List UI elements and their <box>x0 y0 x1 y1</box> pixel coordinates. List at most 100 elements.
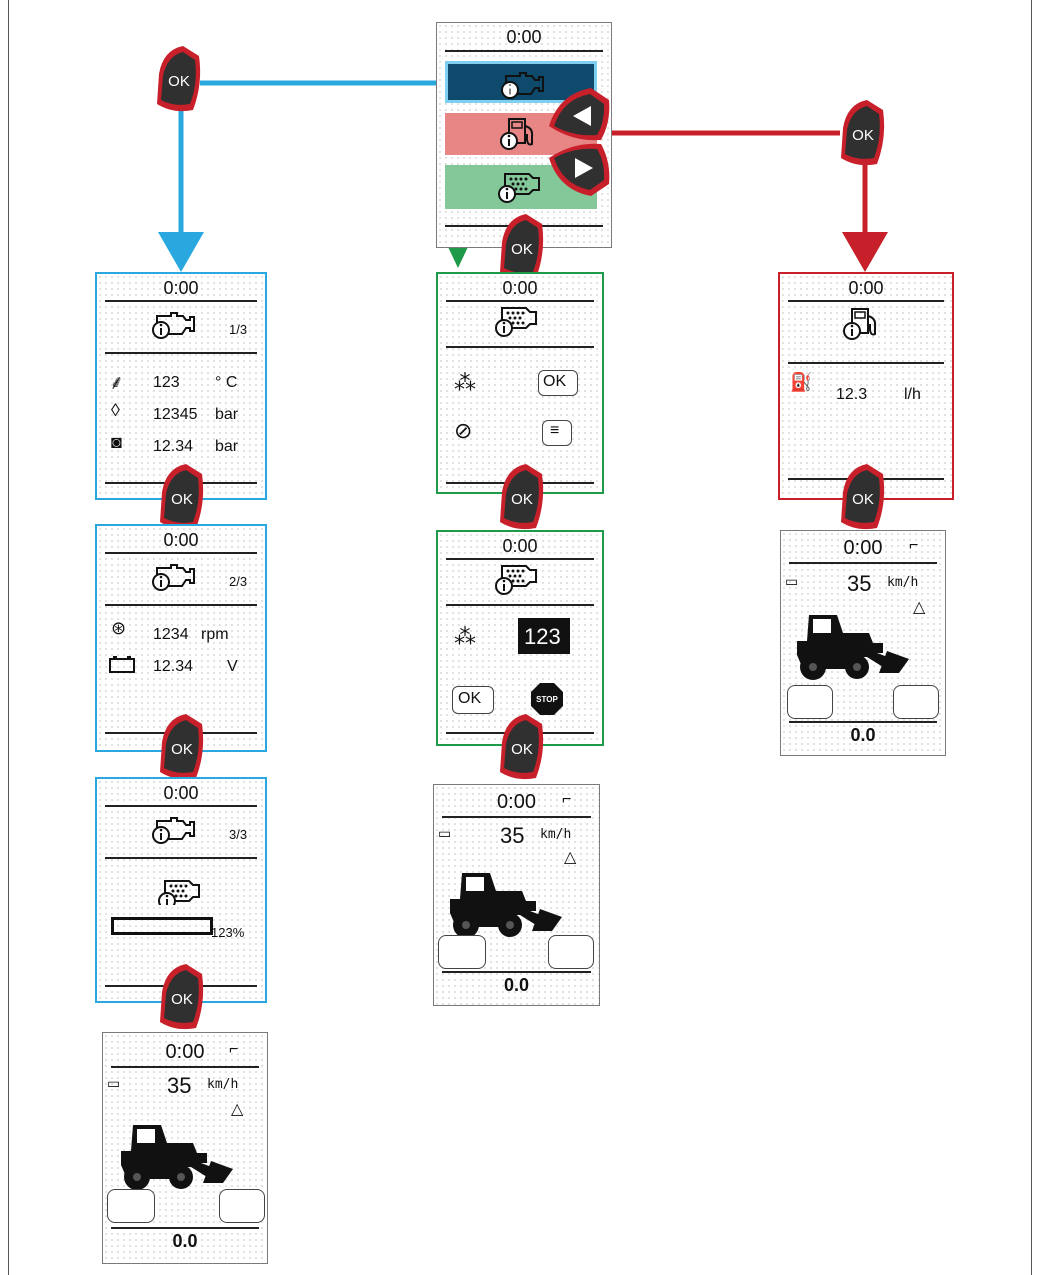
section-divider <box>788 362 944 364</box>
header-divider <box>788 300 944 302</box>
trailer-icon: ▭ <box>438 825 452 841</box>
softkey-left[interactable] <box>438 935 486 969</box>
battery-unit: V <box>227 658 238 675</box>
unlock-icon: △ <box>913 599 926 616</box>
oil-pressure-unit: bar <box>215 406 239 423</box>
confirm-ok-button[interactable]: OK <box>452 686 494 714</box>
page-time: 0:00 <box>502 536 538 556</box>
nav-up-button[interactable] <box>545 86 615 144</box>
seat-icon: ⌐ <box>562 791 572 808</box>
ok-text: OK <box>458 690 482 707</box>
engine-speed-value: 1234 <box>153 626 189 643</box>
header-divider <box>105 805 257 807</box>
header-divider <box>789 562 937 564</box>
speed-value: 35 <box>167 1073 192 1098</box>
start-regeneration-ok[interactable]: OK <box>538 370 578 396</box>
header-divider <box>442 816 591 818</box>
ok-text: OK <box>543 373 567 390</box>
section-divider <box>446 346 594 348</box>
home-screen-right: 0:00 ⌐ ▭ 35 km/h △ 0.0 <box>780 530 946 756</box>
stop-button[interactable]: STOP <box>530 682 564 716</box>
ok-label: OK <box>511 741 533 758</box>
home-time: 0:00 <box>165 1041 205 1063</box>
header-divider <box>446 300 594 302</box>
engine-speed-icon: ⊛ <box>111 618 127 638</box>
dpf-info-icon <box>498 173 540 203</box>
ok-button-dpf-2[interactable]: OK <box>496 712 548 784</box>
ok-button-dpf-1[interactable]: OK <box>496 462 548 534</box>
page-time: 0:00 <box>502 278 538 298</box>
bottom-value: 0.0 <box>503 975 530 995</box>
dpf-info-icon <box>495 565 537 595</box>
diagram-frame <box>8 0 1032 1275</box>
page-indicator: 1/3 <box>229 322 248 337</box>
fuel-info-icon <box>843 308 877 340</box>
seat-icon: ⌐ <box>229 1041 239 1058</box>
page-time: 0:00 <box>163 530 199 550</box>
ok-button-fuel[interactable]: OK <box>837 462 889 534</box>
fuel-info-icon <box>500 118 534 150</box>
section-divider <box>105 604 257 606</box>
ok-button-engine-1[interactable]: OK <box>156 462 208 534</box>
blue-arrowhead <box>158 232 204 272</box>
ok-label: OK <box>171 491 193 508</box>
dpf-regeneration-page-1: 0:00 ⁂ OK ⊘ ≡ <box>436 272 604 494</box>
ok-button-blue[interactable]: OK <box>153 44 205 116</box>
softkey-left[interactable] <box>107 1189 155 1223</box>
fuel-consumption-page: 0:00 ⛽ 12.3 l/h <box>778 272 954 500</box>
softkey-left[interactable] <box>787 685 833 719</box>
stop-label: STOP <box>536 695 558 704</box>
speed-unit: km/h <box>207 1077 239 1092</box>
engine-info-icon <box>501 72 544 99</box>
regeneration-icon: ⁂ <box>454 370 476 395</box>
regeneration-value: 123 <box>524 624 561 649</box>
footer-divider <box>789 721 937 723</box>
page-indicator: 2/3 <box>229 574 248 589</box>
footer-divider <box>111 1227 259 1229</box>
ok-label: OK <box>511 491 533 508</box>
page-time: 0:00 <box>163 278 199 298</box>
header-divider <box>111 1066 259 1068</box>
footer-divider <box>442 971 591 973</box>
ok-label: OK <box>171 991 193 1008</box>
section-divider <box>105 352 257 354</box>
softkey-right[interactable] <box>548 935 594 969</box>
wheel-loader-icon <box>450 873 562 938</box>
dpf-icon <box>158 880 200 905</box>
red-arrowhead <box>842 232 888 272</box>
engine-speed-unit: rpm <box>201 626 229 643</box>
ok-button-red[interactable]: OK <box>837 98 889 170</box>
ok-button-engine-3[interactable]: OK <box>156 962 208 1034</box>
nav-down-button[interactable] <box>545 140 615 198</box>
ok-button-engine-2[interactable]: OK <box>156 712 208 784</box>
ok-label: OK <box>852 491 874 508</box>
home-time: 0:00 <box>843 537 883 559</box>
coolant-temp-unit: ° C <box>215 374 238 391</box>
regeneration-icon: ⁂ <box>454 624 476 649</box>
oil-pressure-value: 12345 <box>153 406 198 423</box>
section-divider <box>446 604 594 606</box>
menu-time: 0:00 <box>506 27 542 47</box>
right-arrow-icon <box>575 158 593 178</box>
section-divider <box>105 857 257 859</box>
battery-icon <box>109 656 135 673</box>
softkey-right[interactable] <box>219 1189 265 1223</box>
engine-info-icon <box>152 564 195 591</box>
bottom-value: 0.0 <box>172 1231 198 1251</box>
left-arrow-icon <box>573 106 591 126</box>
dpf-info-icon <box>495 307 537 337</box>
softkey-right[interactable] <box>893 685 939 719</box>
seat-icon: ⌐ <box>909 537 919 554</box>
wheel-loader-icon <box>797 615 909 680</box>
header-divider <box>105 552 257 554</box>
page-time: 0:00 <box>848 278 884 298</box>
dpf-load-value: 123% <box>211 925 245 940</box>
menu-divider <box>445 50 603 52</box>
fuel-rate-unit: l/h <box>904 386 921 403</box>
menu-button[interactable]: ≡ <box>542 420 572 446</box>
speed-unit: km/h <box>540 827 572 842</box>
bottom-value: 0.0 <box>850 725 876 745</box>
engine-info-page-3: 0:00 3/3 123% <box>95 777 267 1003</box>
ok-button-green[interactable]: OK <box>496 212 548 284</box>
ok-label: OK <box>511 241 533 258</box>
